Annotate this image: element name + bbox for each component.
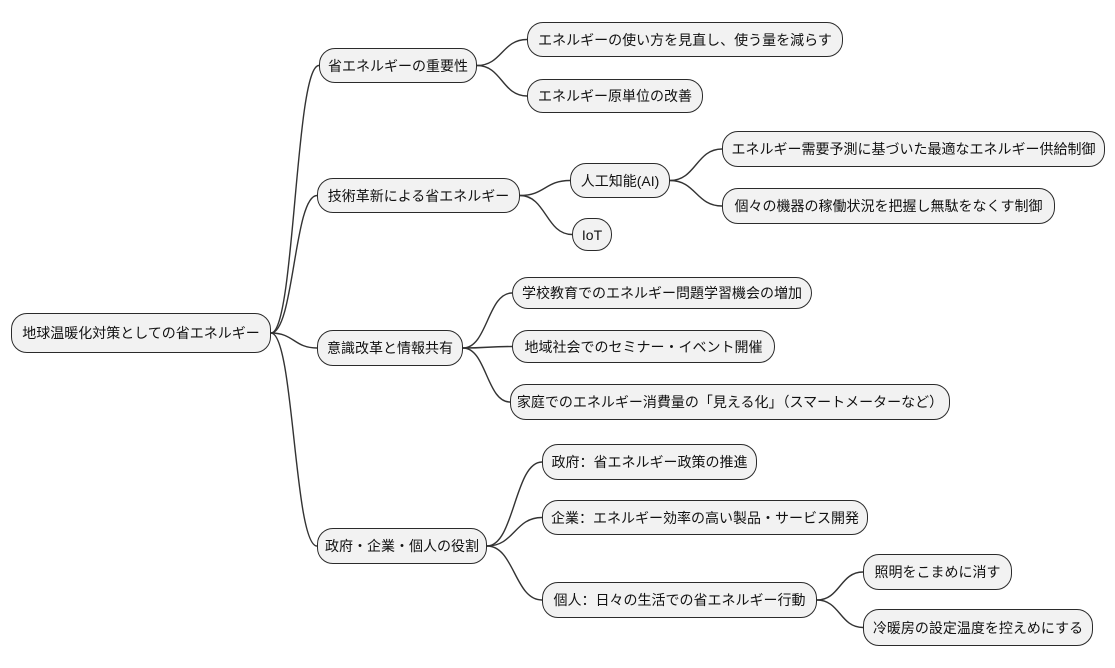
node-label: 個人：日々の生活での省エネルギー行動 bbox=[553, 592, 806, 608]
node-label: 地域社会でのセミナー・イベント開催 bbox=[524, 338, 763, 355]
node-label: 技術革新による省エネルギー bbox=[327, 187, 510, 204]
edge-ai-ai-supply bbox=[669, 148, 723, 182]
node-label: 企業：エネルギー効率の高い製品・サービス開発 bbox=[551, 509, 859, 526]
node-importance: 省エネルギーの重要性 bbox=[319, 48, 477, 83]
node-label: 地球温暖化対策としての省エネルギー bbox=[22, 325, 260, 341]
node-label: 個々の機器の稼働状況を把握し無駄をなくす制御 bbox=[734, 198, 1043, 214]
edge-roles-government bbox=[486, 461, 543, 547]
node-label: 政府：省エネルギー政策の推進 bbox=[551, 454, 748, 470]
node-government: 政府：省エネルギー政策の推進 bbox=[542, 444, 757, 480]
node-label: 人工知能(AI) bbox=[580, 172, 660, 189]
edge-root-technology bbox=[270, 194, 318, 334]
edge-root-awareness bbox=[270, 332, 318, 349]
node-label: エネルギー需要予測に基づいた最適なエネルギー供給制御 bbox=[731, 141, 1096, 157]
edge-individual-thermostat bbox=[816, 599, 864, 629]
node-visualize: 家庭でのエネルギー消費量の「見える化」（スマートメーターなど） bbox=[510, 384, 950, 420]
edge-importance-rethink bbox=[476, 38, 528, 67]
edge-awareness-school bbox=[462, 292, 513, 349]
edge-root-roles bbox=[270, 332, 318, 547]
edge-ai-ai-devices bbox=[669, 179, 723, 207]
node-ai: 人工知能(AI) bbox=[570, 163, 670, 198]
node-label: IoT bbox=[581, 226, 603, 243]
node-ai-devices: 個々の機器の稼働状況を把握し無駄をなくす制御 bbox=[722, 188, 1055, 224]
edge-roles-individual bbox=[486, 545, 543, 601]
node-label: 政府・企業・個人の役割 bbox=[325, 538, 479, 554]
edge-awareness-community bbox=[462, 345, 513, 349]
node-intensity: エネルギー原単位の改善 bbox=[527, 79, 703, 113]
node-label: エネルギーの使い方を見直し、使う量を減らす bbox=[538, 31, 832, 48]
node-iot: IoT bbox=[572, 218, 612, 251]
node-business: 企業：エネルギー効率の高い製品・サービス開発 bbox=[542, 500, 868, 535]
node-label: 省エネルギーの重要性 bbox=[328, 57, 468, 74]
node-ai-supply: エネルギー需要予測に基づいた最適なエネルギー供給制御 bbox=[722, 131, 1105, 167]
node-roles: 政府・企業・個人の役割 bbox=[317, 528, 487, 564]
node-label: 家庭でのエネルギー消費量の「見える化」（スマートメーターなど） bbox=[516, 394, 944, 410]
node-root: 地球温暖化対策としての省エネルギー bbox=[11, 313, 271, 353]
node-lights: 照明をこまめに消す bbox=[863, 554, 1012, 590]
edge-individual-lights bbox=[816, 571, 864, 601]
edge-technology-iot bbox=[519, 194, 573, 236]
edge-root-importance bbox=[270, 64, 320, 334]
node-thermostat: 冷暖房の設定温度を控えめにする bbox=[863, 609, 1093, 646]
node-label: 学校教育でのエネルギー問題学習機会の増加 bbox=[522, 285, 802, 301]
node-community: 地域社会でのセミナー・イベント開催 bbox=[512, 330, 775, 363]
node-awareness: 意識改革と情報共有 bbox=[317, 330, 463, 366]
node-technology: 技術革新による省エネルギー bbox=[317, 178, 520, 213]
edge-roles-business bbox=[486, 516, 543, 547]
edge-importance-intensity bbox=[476, 64, 528, 97]
node-label: 意識改革と情報共有 bbox=[327, 340, 453, 356]
node-school: 学校教育でのエネルギー問題学習機会の増加 bbox=[512, 277, 812, 309]
node-label: 冷暖房の設定温度を控えめにする bbox=[872, 619, 1084, 636]
node-label: 照明をこまめに消す bbox=[874, 564, 1001, 580]
edge-technology-ai bbox=[519, 179, 571, 197]
node-individual: 個人：日々の生活での省エネルギー行動 bbox=[542, 582, 817, 618]
node-label: エネルギー原単位の改善 bbox=[538, 88, 692, 104]
node-rethink: エネルギーの使い方を見直し、使う量を減らす bbox=[527, 22, 843, 57]
edge-awareness-visualize bbox=[462, 347, 511, 403]
